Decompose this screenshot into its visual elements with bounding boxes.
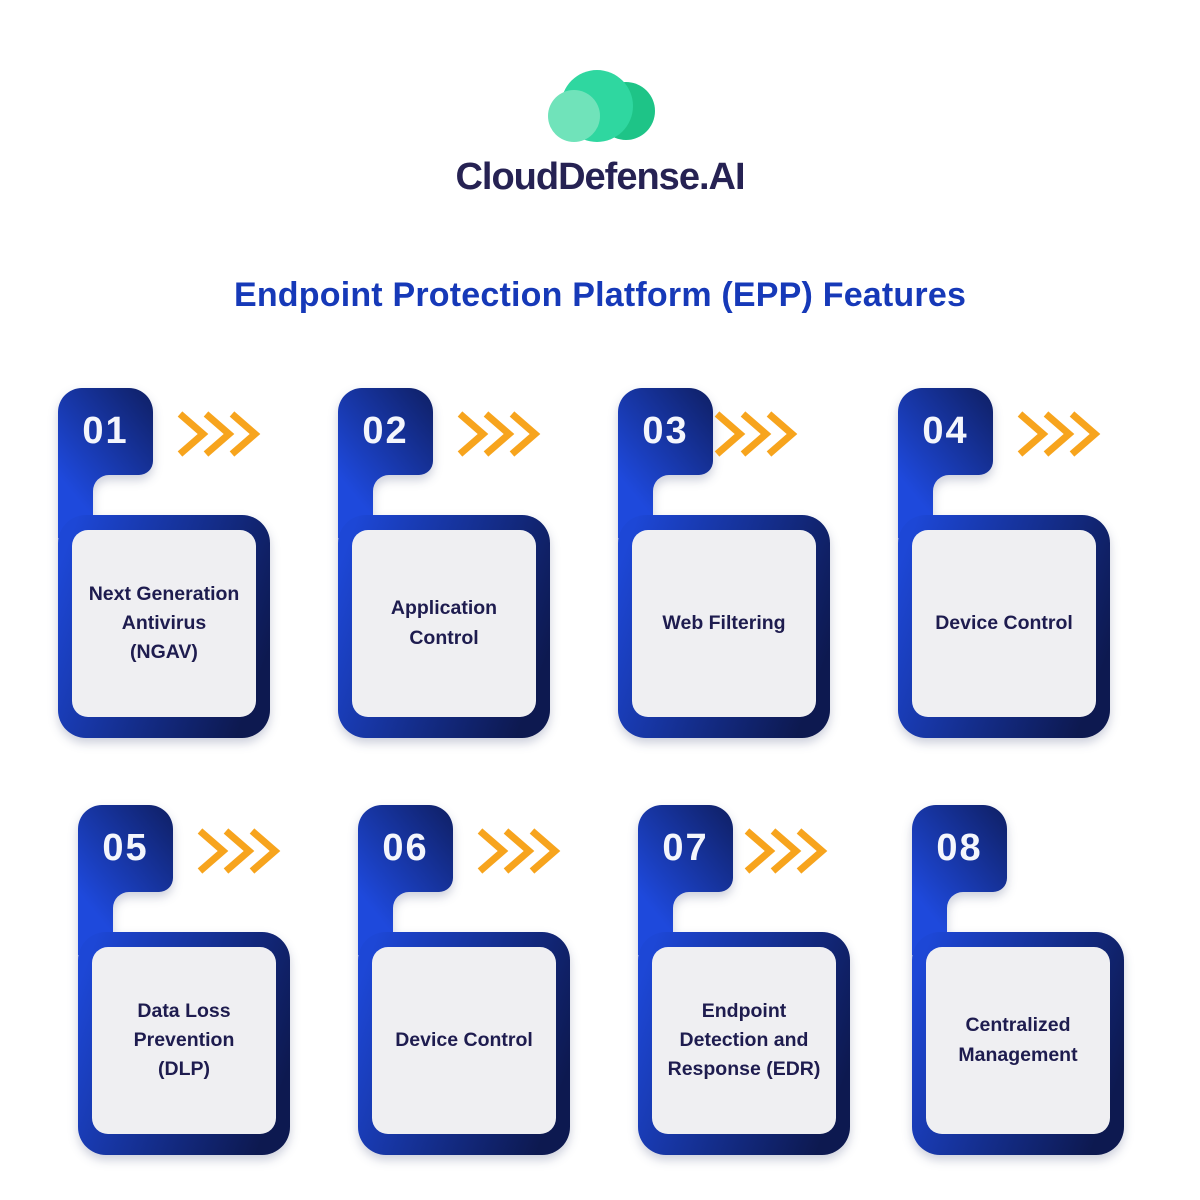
- chevrons-icon: [1017, 411, 1101, 457]
- card-label: Next Generation Antivirus (NGAV): [88, 582, 240, 664]
- card-shape: [338, 388, 550, 738]
- card-number: 05: [102, 827, 149, 869]
- chevrons-icon: [197, 828, 281, 874]
- card-number: 02: [362, 410, 409, 452]
- page-title: Endpoint Protection Platform (EPP) Featu…: [233, 276, 967, 314]
- chevrons-icon: [177, 411, 261, 457]
- cloud-logo-icon: [548, 70, 655, 142]
- card-shape: [358, 805, 570, 1155]
- card-number: 07: [662, 827, 709, 869]
- card-shape: [58, 388, 270, 738]
- card-label: Device Control: [395, 1028, 533, 1051]
- feature-card-01: 01 Next Generation Antivirus (NGAV): [58, 388, 270, 738]
- card-shape: [78, 805, 290, 1155]
- chevrons-icon: [714, 411, 798, 457]
- card-shape: [618, 388, 830, 738]
- card-number: 04: [922, 410, 969, 452]
- card-label: Data Loss Prevention (DLP): [133, 999, 235, 1081]
- card-number: 08: [936, 827, 983, 869]
- feature-card-05: 05 Data Loss Prevention (DLP): [78, 805, 290, 1155]
- chevrons-icon: [457, 411, 541, 457]
- feature-card-08: 08 Centralized Management: [912, 805, 1124, 1155]
- card-number: 06: [382, 827, 429, 869]
- brand-name: CloudDefense.AI: [455, 156, 745, 198]
- feature-card-03: 03 Web Filtering: [618, 388, 830, 738]
- card-label: Application Control: [390, 597, 498, 649]
- card-label: Device Control: [935, 611, 1073, 634]
- feature-card-07: 07 Endpoint Detection and Response (EDR): [638, 805, 850, 1155]
- card-shape: [912, 805, 1124, 1155]
- feature-card-06: 06 Device Control: [358, 805, 570, 1155]
- chevrons-icon: [477, 828, 561, 874]
- chevrons-icon: [744, 828, 828, 874]
- card-number: 03: [642, 410, 689, 452]
- card-number: 01: [82, 410, 129, 452]
- card-shape: [638, 805, 850, 1155]
- card-label: Endpoint Detection and Response (EDR): [667, 999, 821, 1081]
- feature-card-04: 04 Device Control: [898, 388, 1110, 738]
- card-label: Centralized Management: [958, 1014, 1078, 1066]
- card-label: Web Filtering: [662, 611, 786, 634]
- card-shape: [898, 388, 1110, 738]
- feature-card-02: 02 Application Control: [338, 388, 550, 738]
